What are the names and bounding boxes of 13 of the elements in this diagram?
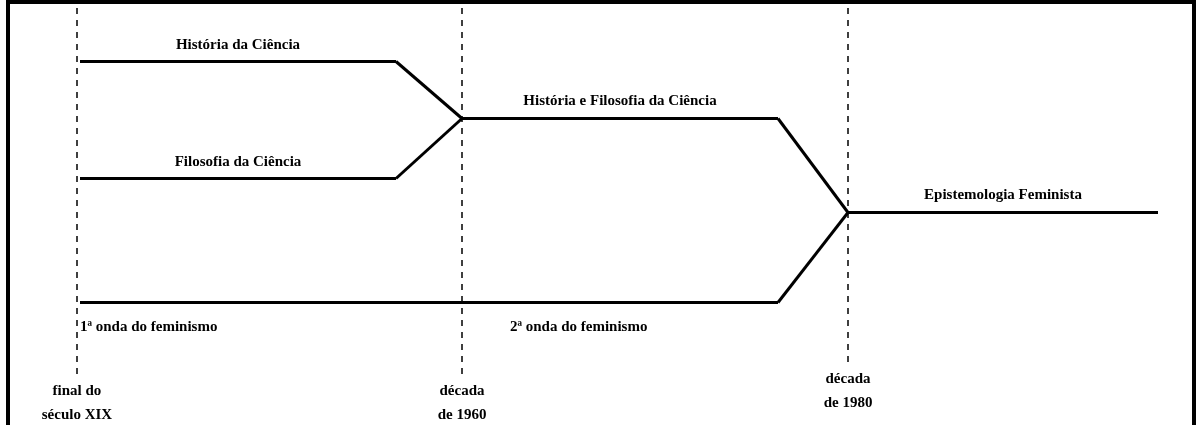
timeline-stream: Epistemologia Feminista [848, 186, 1158, 214]
timeline-stream: História da Ciência [80, 36, 396, 63]
connector-line [776, 211, 850, 304]
timeline-stream: Filosofia da Ciência [80, 153, 396, 180]
timeline-stream: História e Filosofia da Ciência [462, 92, 778, 120]
connector-line [395, 117, 463, 180]
period-label: 1ª onda do feminismo [80, 318, 218, 335]
period-label: 2ª onda do feminismo [510, 318, 648, 335]
date-label: década de 1960 [436, 381, 488, 424]
connector-line [776, 117, 850, 214]
connector-line [395, 60, 463, 120]
date-label: década de 1980 [822, 369, 874, 412]
date-label: final do século XIX [40, 381, 114, 424]
